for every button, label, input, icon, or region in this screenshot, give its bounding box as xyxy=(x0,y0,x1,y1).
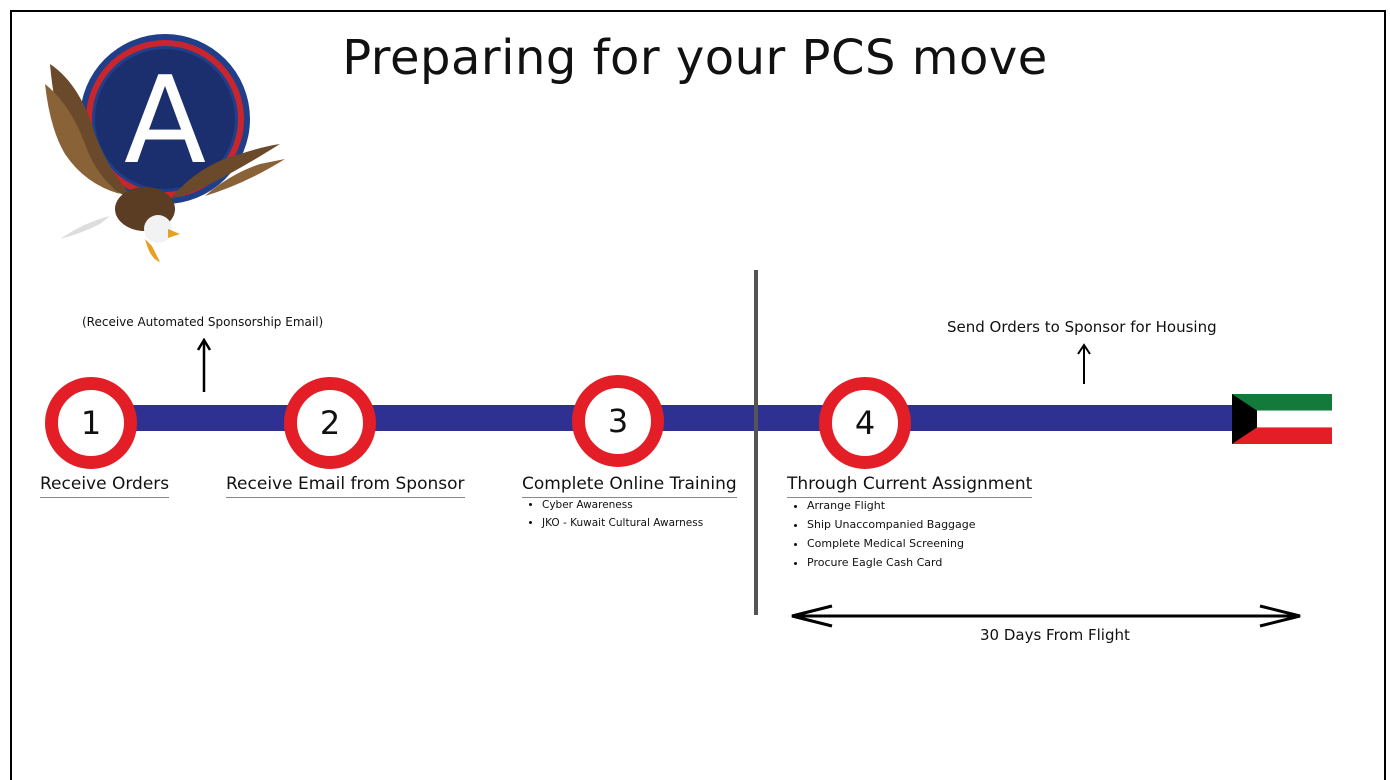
list-item: Ship Unaccompanied Baggage xyxy=(807,518,976,531)
step-1-circle: 1 xyxy=(45,377,137,469)
sponsorship-email-note: (Receive Automated Sponsorship Email) xyxy=(82,315,324,329)
step-2-circle: 2 xyxy=(284,377,376,469)
list-item: JKO - Kuwait Cultural Awarness xyxy=(542,517,703,529)
timeline-bar xyxy=(90,405,1240,431)
page-title: Preparing for your PCS move xyxy=(342,30,1048,86)
step-3-circle: 3 xyxy=(572,375,664,467)
step-4-bullets: Arrange Flight Ship Unaccompanied Baggag… xyxy=(789,499,976,575)
list-item: Arrange Flight xyxy=(807,499,976,512)
list-item: Procure Eagle Cash Card xyxy=(807,556,976,569)
list-item: Cyber Awareness xyxy=(542,499,703,511)
step-3-label: Complete Online Training xyxy=(522,474,737,498)
step-1-label: Receive Orders xyxy=(40,474,170,498)
slide-frame xyxy=(10,10,1386,780)
days-from-flight-label: 30 Days From Flight xyxy=(980,626,1130,644)
send-orders-note: Send Orders to Sponsor for Housing xyxy=(947,318,1217,336)
timeline-divider xyxy=(754,270,758,615)
step-2-label: Receive Email from Sponsor xyxy=(226,474,465,498)
double-arrow-icon xyxy=(791,604,1301,628)
up-arrow-icon xyxy=(196,338,212,392)
kuwait-flag-icon xyxy=(1232,394,1332,444)
step-4-label: Through Current Assignment xyxy=(787,474,1033,498)
step-3-bullets: Cyber Awareness JKO - Kuwait Cultural Aw… xyxy=(524,499,703,535)
step-4-circle: 4 xyxy=(819,377,911,469)
eagle-logo-icon: A xyxy=(45,34,285,262)
list-item: Complete Medical Screening xyxy=(807,537,976,550)
logo-letter: A xyxy=(124,52,206,191)
up-arrow-icon xyxy=(1077,343,1091,384)
